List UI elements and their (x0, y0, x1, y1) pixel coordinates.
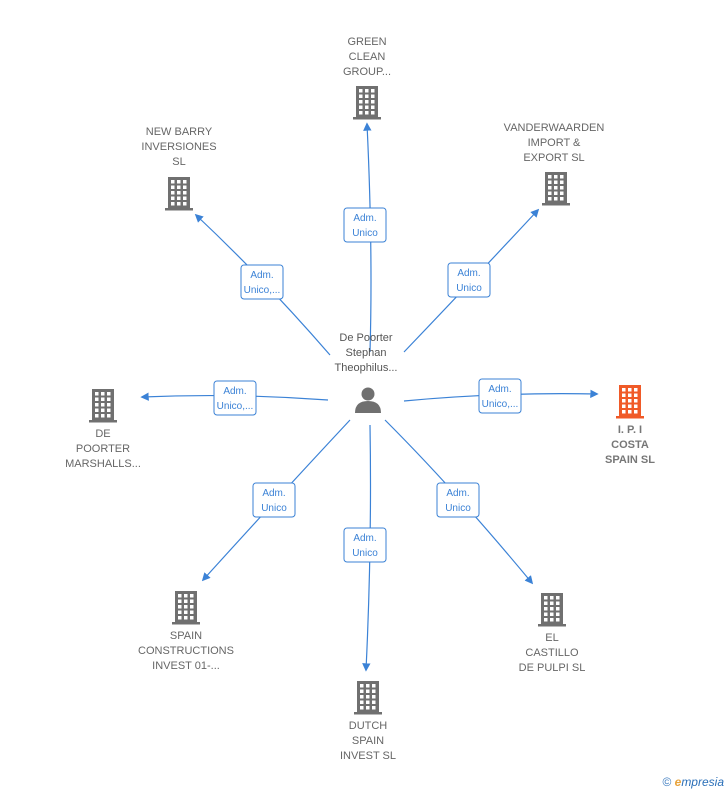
role-text: Adm. (262, 488, 285, 499)
company-label-line: SPAIN (352, 735, 384, 747)
company-label-vanderwaarden[interactable]: VANDERWAARDEN IMPORT & EXPORT SL (504, 122, 605, 164)
building-icon-de-poorter-marshalls[interactable] (89, 389, 117, 423)
role-text: Adm. (457, 268, 480, 279)
person-icon (355, 387, 381, 413)
company-label-line: VANDERWAARDEN (504, 122, 605, 134)
role-badge-el-castillo-de-pulpi[interactable]: Adm. Unico (436, 482, 480, 518)
role-text: Unico (261, 503, 287, 514)
role-text: Unico,... (217, 401, 254, 412)
building-icon-ipi-costa-spain[interactable] (616, 385, 644, 419)
building-icon-vanderwaarden[interactable] (542, 172, 570, 206)
company-label-line: NEW BARRY (146, 126, 213, 138)
role-text: Adm. (446, 488, 469, 499)
empresia-logo-e: e (674, 775, 682, 789)
building-icon-el-castillo-de-pulpi[interactable] (538, 593, 566, 627)
company-label-line: GREEN (347, 36, 386, 48)
role-text: Unico (456, 283, 482, 294)
company-label-green-clean-group[interactable]: GREEN CLEAN GROUP... (343, 36, 391, 78)
company-label-el-castillo-de-pulpi[interactable]: EL CASTILLO DE PULPI SL (519, 632, 586, 674)
company-label-line: SL (172, 156, 185, 168)
company-label-spain-constructions[interactable]: SPAIN CONSTRUCTIONS INVEST 01-... (138, 630, 234, 672)
person-label-line: Stephan (346, 347, 387, 359)
company-label-line: I. P. I (618, 424, 642, 436)
empresia-credit[interactable]: © empresia (662, 775, 724, 789)
role-text: Adm. (488, 384, 511, 395)
company-label-line: INVEST 01-... (152, 660, 220, 672)
role-badge-green-clean-group[interactable]: Adm. Unico (343, 207, 387, 243)
copyright-icon: © (662, 775, 672, 789)
company-label-line: DUTCH (349, 720, 388, 732)
company-label-line: COSTA (611, 439, 649, 451)
company-label-line: SPAIN (170, 630, 202, 642)
role-badge-new-barry-inversiones[interactable]: Adm. Unico,... (240, 264, 284, 300)
person-label-line: Theophilus... (335, 362, 398, 374)
company-label-de-poorter-marshalls[interactable]: DE POORTER MARSHALLS... (65, 428, 141, 470)
company-label-line: GROUP... (343, 66, 391, 78)
company-label-line: SPAIN SL (605, 454, 655, 466)
company-label-line: MARSHALLS... (65, 458, 141, 470)
role-text: Unico,... (482, 399, 519, 410)
company-label-new-barry-inversiones[interactable]: NEW BARRY INVERSIONES SL (141, 126, 216, 168)
edge-green-clean-group (363, 122, 372, 353)
company-label-line: CLEAN (349, 51, 386, 63)
company-label-line: INVEST SL (340, 750, 396, 762)
role-text: Adm. (223, 386, 246, 397)
role-text: Adm. (353, 533, 376, 544)
role-text: Unico,... (244, 285, 281, 296)
building-icon-green-clean-group[interactable] (353, 86, 381, 120)
role-text: Unico (352, 228, 378, 239)
role-text: Unico (352, 548, 378, 559)
role-badge-spain-constructions[interactable]: Adm. Unico (252, 482, 296, 518)
company-label-line: POORTER (76, 443, 130, 455)
role-text: Unico (445, 503, 471, 514)
person-label-line: De Poorter (339, 332, 393, 344)
company-label-line: IMPORT & (528, 137, 581, 149)
company-label-line: CASTILLO (525, 647, 579, 659)
role-text: Adm. (353, 213, 376, 224)
person-node[interactable]: De PoorterStephanTheophilus... (335, 332, 398, 413)
role-text: Adm. (250, 270, 273, 281)
company-label-line: EXPORT SL (523, 152, 584, 164)
company-label-line: INVERSIONES (141, 141, 216, 153)
role-badge-ipi-costa-spain[interactable]: Adm. Unico,... (478, 378, 522, 414)
company-label-line: DE PULPI SL (519, 662, 586, 674)
company-label-dutch-spain-invest[interactable]: DUTCH SPAIN INVEST SL (340, 720, 396, 762)
building-icon-spain-constructions[interactable] (172, 591, 200, 625)
company-label-line: DE (95, 428, 110, 440)
building-icon-dutch-spain-invest[interactable] (354, 681, 382, 715)
company-label-line: CONSTRUCTIONS (138, 645, 234, 657)
empresia-brand: mpresia (681, 775, 724, 789)
role-badge-vanderwaarden[interactable]: Adm. Unico (447, 262, 491, 298)
role-badge-de-poorter-marshalls[interactable]: Adm. Unico,... (213, 380, 257, 416)
company-label-ipi-costa-spain[interactable]: I. P. I COSTA SPAIN SL (605, 424, 655, 466)
role-badge-dutch-spain-invest[interactable]: Adm. Unico (343, 527, 387, 563)
company-label-line: EL (545, 632, 558, 644)
building-icon-new-barry-inversiones[interactable] (165, 177, 193, 211)
